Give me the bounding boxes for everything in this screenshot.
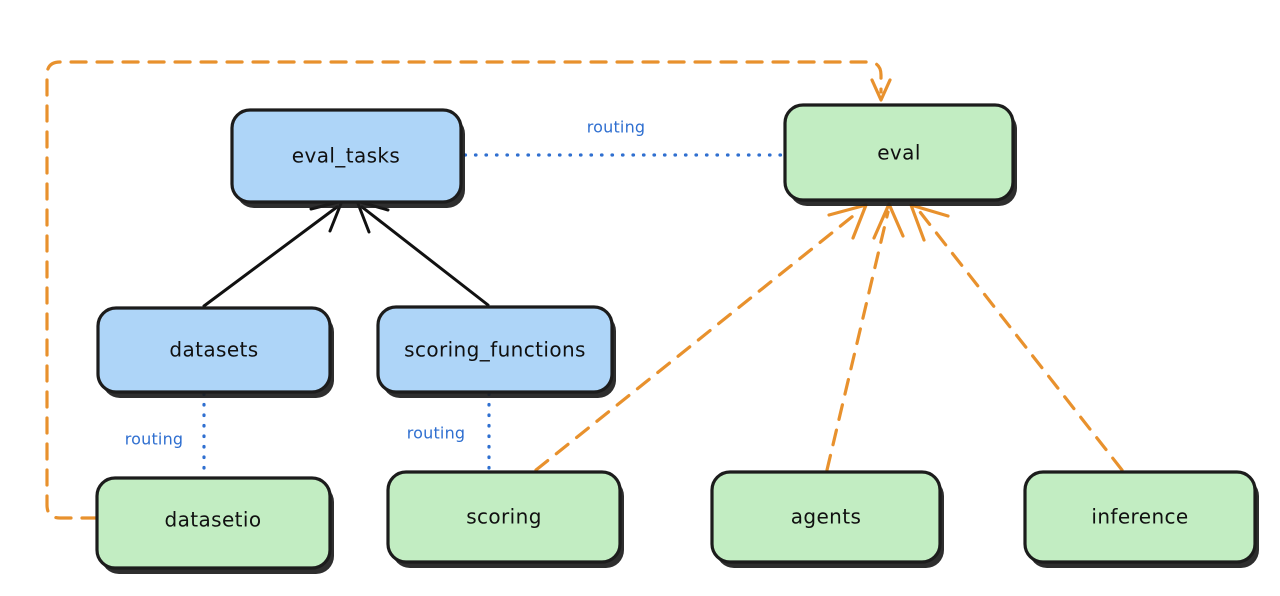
node-scoring-box[interactable]	[386, 470, 622, 564]
node-agents-label: agents	[791, 505, 862, 529]
node-scoring_functions-label: scoring_functions	[404, 338, 586, 362]
node-scoring_functions[interactable]: scoring_functions	[376, 305, 616, 398]
node-datasetio-box[interactable]	[95, 476, 332, 570]
edge-datasetio-to-eval-path	[45, 60, 883, 520]
edge-datasets-to-eval_tasks	[202, 199, 344, 308]
node-agents-box[interactable]	[710, 470, 942, 564]
edge-scoring-to-eval-path	[534, 210, 860, 472]
node-datasets-box[interactable]	[96, 306, 332, 394]
edge-scoring_functions-to-eval_tasks-path	[360, 205, 490, 307]
edge-agents-to-eval	[825, 202, 905, 472]
node-eval_tasks[interactable]: eval_tasks	[230, 108, 465, 208]
node-scoring-label: scoring	[466, 505, 542, 529]
edge-inference-to-eval	[909, 203, 1124, 472]
node-eval_tasks-box[interactable]	[230, 108, 463, 204]
edge-agents-to-eval-path	[825, 210, 890, 472]
node-inference-box[interactable]	[1023, 470, 1257, 564]
edge-agents-to-eval-arrowhead	[872, 202, 905, 240]
node-inference-label: inference	[1091, 505, 1188, 529]
edge-label-routing-datasets-datasetio: routing	[125, 430, 184, 449]
node-datasetio[interactable]: datasetio	[95, 476, 334, 574]
edge-datasets-to-eval_tasks-path	[202, 205, 339, 308]
edge-label-routing-eval_tasks-eval: routing	[587, 118, 646, 137]
edge-scoring_functions-to-eval_tasks	[355, 199, 490, 307]
edge-label-routing-scoring_functions-scoring: routing	[407, 424, 466, 443]
node-datasets-label: datasets	[169, 338, 258, 362]
node-inference[interactable]: inference	[1023, 470, 1259, 568]
node-layer: eval_tasks eval datasets scoring_functio…	[95, 103, 1259, 574]
node-scoring_functions-box[interactable]	[376, 305, 614, 394]
node-agents[interactable]: agents	[710, 470, 944, 568]
node-datasets[interactable]: datasets	[96, 306, 334, 398]
node-eval_tasks-label: eval_tasks	[292, 144, 400, 168]
node-datasetio-label: datasetio	[164, 508, 261, 532]
node-scoring[interactable]: scoring	[386, 470, 624, 568]
edge-inference-to-eval-path	[918, 210, 1124, 472]
edge-datasetio-to-eval	[45, 60, 892, 520]
node-eval[interactable]: eval	[783, 103, 1017, 206]
node-eval-box[interactable]	[783, 103, 1015, 202]
edge-label-layer: routing routing routing	[125, 118, 646, 449]
edge-datasetio-to-eval-arrowhead	[870, 78, 892, 102]
node-eval-label: eval	[877, 141, 921, 165]
